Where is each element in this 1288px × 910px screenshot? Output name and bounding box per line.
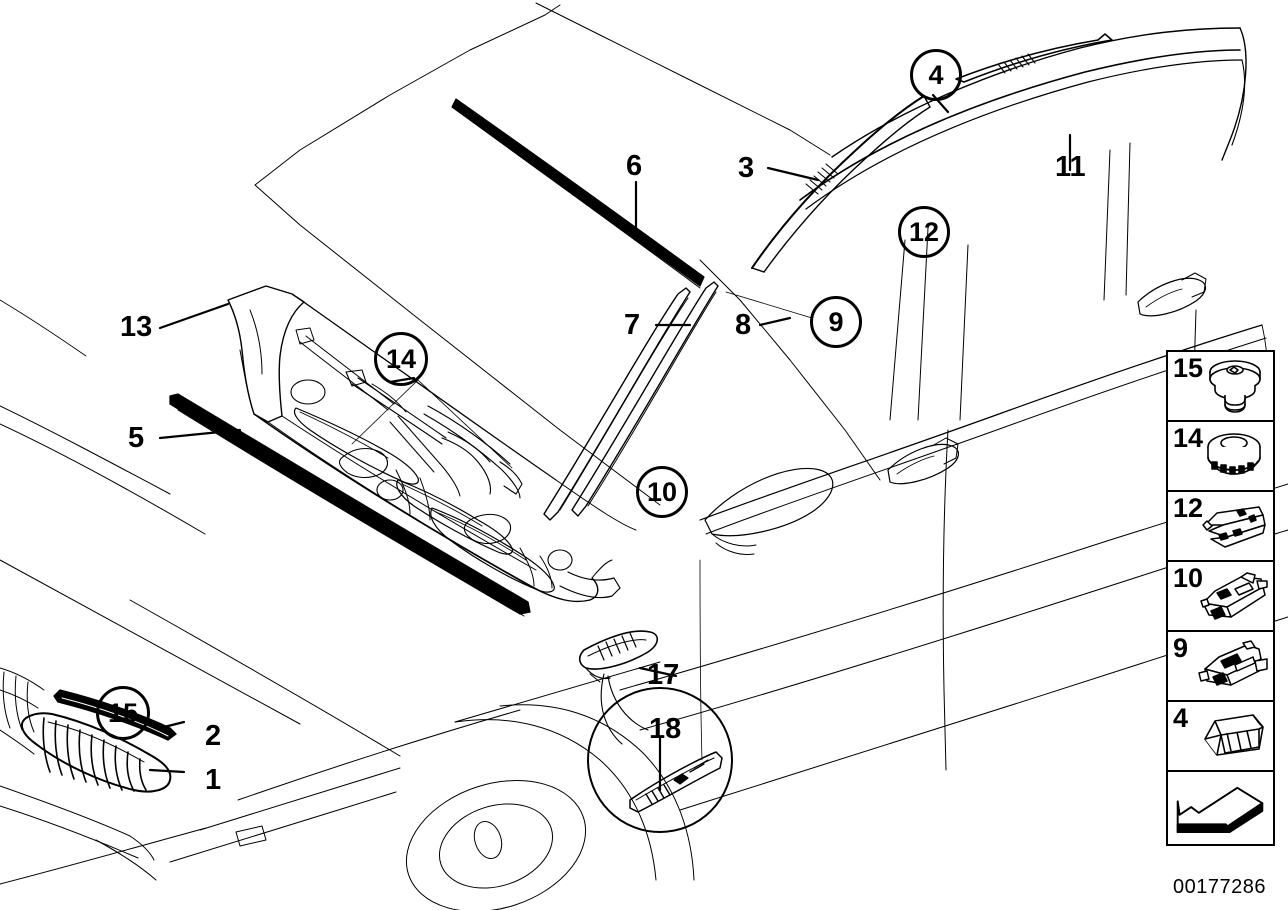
diagram-number: 00177286 (1173, 876, 1266, 898)
callout-15[interactable]: 15 (96, 686, 150, 740)
callout-1[interactable]: 1 (205, 764, 222, 796)
legend-cell-9[interactable]: 9 (1168, 632, 1273, 702)
legend-number-15: 15 (1173, 353, 1204, 383)
legend-cell-10[interactable]: 10 (1168, 562, 1273, 632)
callout-18[interactable]: 18 (649, 713, 682, 745)
legend-cell-arrow (1168, 772, 1273, 844)
roof-rail-clip-icon (1204, 714, 1264, 756)
callout-7[interactable]: 7 (624, 309, 641, 341)
callout-6[interactable]: 6 (626, 150, 643, 182)
legend-number-9: 9 (1173, 633, 1189, 663)
callout-2[interactable]: 2 (205, 720, 222, 752)
round-grommet-clip-icon (1207, 433, 1261, 475)
callout-10[interactable]: 10 (636, 466, 688, 518)
callout-8[interactable]: 8 (735, 309, 752, 341)
callout-17[interactable]: 17 (647, 659, 680, 691)
screw-cap-plug-icon (1209, 360, 1261, 413)
moulding-spring-clip-icon (1198, 640, 1268, 686)
legend-number-4: 4 (1173, 703, 1189, 733)
callout-13[interactable]: 13 (120, 311, 153, 343)
legend-cell-14[interactable]: 14 (1168, 422, 1273, 492)
callout-3[interactable]: 3 (738, 152, 755, 184)
callout-11[interactable]: 11 (1055, 151, 1086, 183)
direction-arrow-icon (1176, 786, 1264, 834)
callout-5[interactable]: 5 (128, 422, 145, 454)
moulding-bracket-clip-icon (1200, 572, 1268, 620)
legend-cell-12[interactable]: 12 (1168, 492, 1273, 562)
callout-12[interactable]: 12 (898, 206, 950, 258)
callout-9[interactable]: 9 (810, 296, 862, 348)
callout-4[interactable]: 4 (910, 49, 962, 101)
moulding-retainer-clip-icon (1202, 506, 1266, 548)
legend-cell-4[interactable]: 4 (1168, 702, 1273, 772)
legend-number-10: 10 (1173, 563, 1204, 593)
callout-14[interactable]: 14 (374, 332, 428, 386)
legend-cell-15[interactable]: 15 (1168, 352, 1273, 422)
legend-number-14: 14 (1173, 423, 1204, 453)
parts-legend-panel: 15 14 (1166, 350, 1275, 846)
legend-number-12: 12 (1173, 493, 1204, 523)
